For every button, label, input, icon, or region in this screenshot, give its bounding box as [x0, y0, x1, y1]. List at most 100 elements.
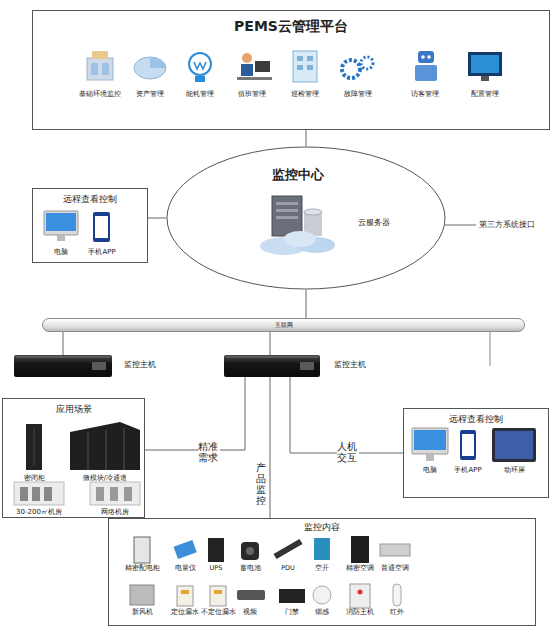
host-label: 监控主机 — [124, 360, 156, 369]
caption-text: 蓄电池 — [240, 565, 261, 572]
caption-text: 电脑 — [423, 466, 437, 474]
room-icon — [32, 487, 40, 501]
bus-label: 互联网 — [43, 319, 524, 331]
energy-icon — [189, 53, 211, 75]
host-panel — [300, 362, 314, 370]
room-icon — [20, 487, 28, 501]
cabinet-icon — [34, 428, 35, 466]
screen-icon — [495, 431, 533, 459]
internet-bus: 互联网 — [42, 318, 525, 332]
visitor-icon — [415, 65, 437, 81]
connector-line — [306, 290, 307, 318]
computer-icon — [57, 235, 65, 241]
connector-line — [270, 377, 271, 518]
visitor-icon — [427, 55, 431, 59]
duty-icon — [241, 64, 253, 76]
battery-icon — [246, 547, 254, 555]
caption-text: 消防主机 — [346, 609, 374, 616]
room-icon — [90, 482, 140, 505]
caption-text: 故障管理 — [344, 90, 372, 98]
caption-text: PDU — [281, 565, 295, 572]
caption-text: 能耗管理 — [186, 90, 214, 98]
computer-icon — [44, 211, 78, 235]
cabinet-icon — [26, 424, 42, 470]
energy-icon — [195, 76, 205, 82]
connector-line — [63, 332, 64, 355]
caption-text: 动环屏 — [504, 466, 525, 474]
computer-icon — [426, 454, 434, 461]
server-icon — [276, 202, 298, 205]
inspection-icon — [307, 56, 313, 61]
server-icon — [276, 216, 298, 219]
box-title: 远程查看控制 — [404, 414, 548, 424]
caption-text: 基础环境监控 — [79, 90, 121, 98]
caption-text: 普通空调 — [381, 565, 409, 572]
fan-icon — [130, 585, 154, 605]
box-title: 远程查看控制 — [33, 194, 147, 204]
duty-icon — [237, 77, 272, 80]
server-icon — [272, 196, 302, 236]
leak-icon — [181, 590, 189, 594]
room-icon — [124, 487, 132, 501]
phone-icon — [95, 216, 108, 238]
inspection-icon — [297, 65, 303, 70]
fire-icon — [350, 584, 370, 608]
host-label: 监控主机 — [334, 360, 366, 369]
server-icon — [276, 209, 298, 212]
ellipse-outline — [167, 147, 445, 289]
database-icon — [304, 209, 322, 215]
caption-text: 红外 — [390, 609, 404, 616]
phone-icon — [460, 430, 476, 460]
camera-icon — [237, 590, 265, 600]
inspection-icon — [293, 51, 317, 82]
visitor-icon — [421, 55, 425, 59]
caption-text: 配置管理 — [471, 90, 499, 98]
module-icon — [124, 428, 125, 470]
caption-text: 手机APP — [454, 466, 481, 474]
duty-icon — [255, 61, 270, 72]
edge-label: 人机交互 — [337, 441, 359, 463]
caption-text: UPS — [210, 565, 223, 572]
computer-icon — [46, 213, 76, 231]
leak-icon — [177, 586, 193, 606]
caption-text: 访客管理 — [411, 90, 439, 98]
building-icon — [92, 51, 108, 59]
caption-text: 空开 — [315, 565, 329, 572]
cabinet-icon — [134, 537, 150, 563]
infrared-icon — [393, 584, 401, 606]
caption-text: 网络机房 — [101, 508, 129, 516]
config-icon — [468, 52, 502, 76]
cloud-icon — [284, 231, 316, 247]
caption-text: 30-200㎡机房 — [16, 508, 62, 516]
caption-text: 视频 — [243, 609, 257, 616]
content-box: 监控内容 — [108, 518, 536, 626]
inspection-icon — [297, 56, 303, 61]
computer-icon — [414, 430, 446, 450]
module-icon — [70, 422, 140, 470]
building-icon — [91, 63, 98, 75]
aircon-icon — [351, 536, 369, 563]
platform-title: PEMS云管理平台 — [33, 18, 549, 34]
room-icon — [44, 487, 52, 501]
duty-icon — [242, 53, 252, 63]
caption-text: 值班管理 — [238, 90, 266, 98]
caption-text: 电量仪 — [175, 565, 196, 572]
module-icon — [88, 432, 89, 470]
access-icon — [279, 589, 305, 603]
caption-text: 新风机 — [132, 609, 153, 616]
config-icon — [471, 55, 499, 73]
connector-line — [306, 130, 307, 146]
drop-line — [490, 332, 491, 366]
aircon-icon — [380, 544, 410, 556]
leak-icon — [210, 586, 226, 606]
phone-icon — [93, 212, 110, 242]
breaker-icon — [314, 538, 330, 560]
connector-line — [145, 377, 245, 450]
caption-text: 手机APP — [88, 248, 115, 256]
asset-icon — [134, 57, 166, 79]
box-title: 监控内容 — [109, 522, 535, 532]
visitor-icon — [418, 51, 434, 63]
caption-text: 不定位漏水 — [201, 609, 236, 616]
caption-text: 烟感 — [315, 609, 329, 616]
fire-icon — [358, 590, 363, 595]
